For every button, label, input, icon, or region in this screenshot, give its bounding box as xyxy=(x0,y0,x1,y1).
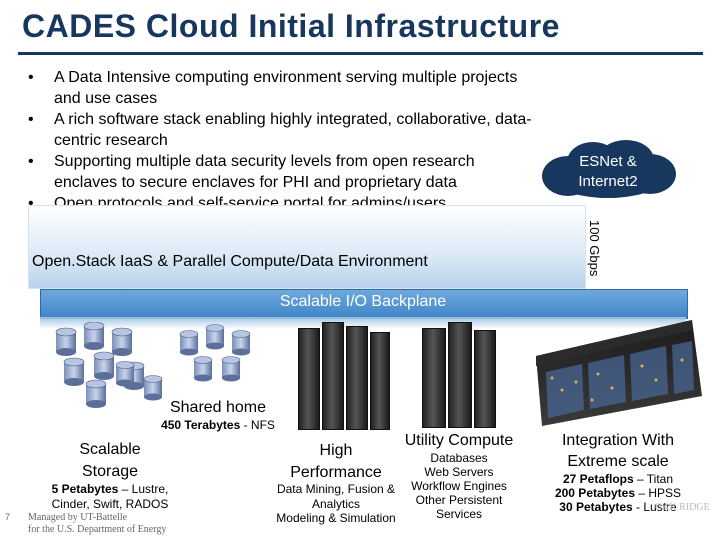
footer-line1: Managed by UT-Battelle xyxy=(28,512,128,523)
hpc-detail-line2: Analytics xyxy=(311,497,361,511)
bullet-text: Supporting multiple data security levels… xyxy=(54,153,475,191)
storage-detail-line2: Cinder, Swift, RADOS xyxy=(51,497,169,511)
bullet-dot: • xyxy=(28,69,34,86)
io-backplane xyxy=(40,289,688,319)
storage-detail-rest: – Lustre, xyxy=(118,482,169,496)
storage-capacity: 5 Petabytes xyxy=(51,482,119,496)
utility-line5: Services xyxy=(435,507,482,521)
cloud-label: ESNet & Internet2 xyxy=(578,153,638,190)
cloud-icon xyxy=(542,140,676,198)
hpc-detail-line3: Modeling & Simulation xyxy=(276,511,396,525)
openstack-environment xyxy=(28,205,586,289)
utility-line1: Databases xyxy=(430,451,488,465)
server-rack-icon xyxy=(420,322,500,428)
hpc-title-line1: High xyxy=(319,442,353,459)
bullet-item: • A rich software stack enabling highly i… xyxy=(28,109,538,151)
bullet-dot: • xyxy=(28,111,34,128)
title-underline xyxy=(18,52,703,55)
shared-home-detail: 450 Terabytes - NFS xyxy=(150,418,286,432)
extreme-line3: 30 Petabytes - Lustre xyxy=(532,500,704,514)
extreme-title-line2: Extreme scale xyxy=(567,453,669,470)
utility-line4: Other Persistent xyxy=(415,493,503,507)
footer-line2: for the U.S. Department of Energy xyxy=(28,524,167,535)
storage-title-line1: Scalable xyxy=(79,441,141,458)
hpc-title-line2: Performance xyxy=(290,464,382,481)
ornl-logo: OAK RIDGE xyxy=(655,502,710,513)
server-rack-icon xyxy=(298,320,393,432)
page-number: 7 xyxy=(5,512,11,522)
extreme-line2-system: – HPSS xyxy=(635,486,682,500)
extreme-line1-system: – Titan xyxy=(633,472,674,486)
extreme-line1-value: 27 Petaflops xyxy=(562,472,634,486)
bullet-dot: • xyxy=(28,153,34,170)
database-icon xyxy=(115,361,163,401)
footer-managed-by: Managed by UT-Battelle for the U.S. Depa… xyxy=(28,512,166,536)
bullet-item: • A Data Intensive computing environment … xyxy=(28,67,538,109)
extreme-line2: 200 Petabytes – HPSS xyxy=(532,486,704,500)
hpc-detail-line1: Data Mining, Fusion & xyxy=(276,482,396,496)
storage-title-line2: Storage xyxy=(81,463,139,480)
extreme-line3-value: 30 Petabytes xyxy=(559,500,633,514)
bandwidth-label: 100 Gbps xyxy=(587,220,602,277)
shared-home-title: Shared home xyxy=(169,399,267,416)
bullet-list: • A Data Intensive computing environment … xyxy=(28,67,538,214)
extreme-line3-system: - Lustre xyxy=(632,500,677,514)
openstack-label: Open.Stack IaaS & Parallel Compute/Data … xyxy=(32,253,428,270)
supercomputer-icon xyxy=(536,320,702,426)
utility-line2: Web Servers xyxy=(424,465,494,479)
extreme-line2-value: 200 Petabytes xyxy=(554,486,636,500)
backplane-label: Scalable I/O Backplane xyxy=(279,293,447,310)
database-icon xyxy=(179,324,251,382)
bullet-text: A Data Intensive computing environment s… xyxy=(54,69,518,107)
slide-title: CADES Cloud Initial Infrastructure xyxy=(22,8,560,44)
utility-line3: Workflow Engines xyxy=(411,479,507,493)
bullet-dot: • xyxy=(28,195,34,212)
bullet-text: A rich software stack enabling highly in… xyxy=(54,111,532,149)
shared-home-capacity: 450 Terabytes xyxy=(161,418,241,432)
extreme-line1: 27 Petaflops – Titan xyxy=(532,472,704,486)
storage-detail-line1: 5 Petabytes – Lustre, xyxy=(30,482,190,496)
shared-home-protocol: - NFS xyxy=(240,418,275,432)
utility-title: Utility Compute xyxy=(404,432,514,449)
backplane-shadow xyxy=(40,317,686,329)
extreme-title-line1: Integration With xyxy=(561,432,675,449)
bullet-item: • Supporting multiple data security level… xyxy=(28,151,538,193)
